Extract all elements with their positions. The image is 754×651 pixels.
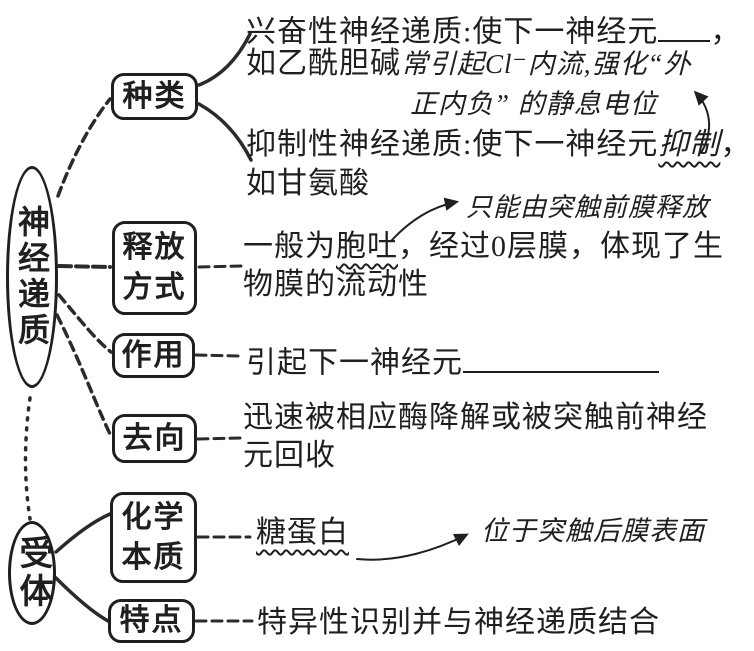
excitatory-comma: ， (710, 15, 742, 49)
release-answer: 胞吐 (336, 230, 398, 263)
root-node-neurotransmitter-label: 神经递质 (14, 205, 50, 349)
branch-box-types: 种类 (111, 73, 198, 120)
release-text-part2: ，经过0层膜，体现了生 (398, 230, 724, 263)
link-function-to-text (194, 353, 242, 358)
release-text-part1: 一般为 (243, 230, 336, 263)
arrow-chemical-to-note-icon (356, 533, 469, 561)
text-line-features: 特异性识别并与神经递质结合 (257, 605, 660, 641)
inhibitory-comma: ， (720, 128, 752, 161)
handwritten-note1-line2-text: 正内负” 的静息电位 (410, 89, 658, 119)
link-release-to-text (197, 264, 244, 269)
link-types-to-excitatory (197, 32, 252, 87)
link-receptor-to-chemical (54, 512, 112, 554)
branch-box-fate: 去向 (112, 414, 197, 463)
handwritten-note3-text: 位于突触后膜表面 (481, 516, 705, 546)
text-line-fate: 迅速被相应酶降解或被突触前神经 (243, 400, 708, 436)
text-line-chemical: 糖蛋白 (256, 515, 349, 551)
root-node-neurotransmitter: 神经递质 (6, 166, 58, 388)
branch-box-features-label: 特点 (119, 604, 184, 637)
inhibitory-example-text: 如甘氨酸 (246, 167, 370, 200)
chemical-answer: 糖蛋白 (256, 516, 349, 549)
branch-box-chemical: 化学 本质 (110, 492, 197, 583)
branch-box-chemical-label-line1: 化学 (121, 500, 186, 534)
inhibitory-text: 抑制性神经递质:使下一神经元 (246, 128, 659, 161)
branch-box-features: 特点 (108, 599, 195, 643)
link-fate-to-text (196, 436, 244, 441)
fill-in-blank-short (658, 8, 711, 42)
text-line-inhibitory: 抑制性神经递质:使下一神经元抑制， (246, 127, 751, 163)
handwritten-note1-line1: 常引起Cl⁻内流,强化“外 (401, 49, 692, 79)
text-line-release-wrap: 物膜的流动性 (243, 267, 429, 303)
link-types-to-inhibitory (197, 102, 253, 162)
link-roots-dotted (23, 396, 32, 521)
text-line-release: 一般为胞吐，经过0层膜，体现了生 (243, 229, 724, 265)
fate-text-line1: 迅速被相应酶降解或被突触前神经 (243, 401, 708, 434)
handwritten-note1-line2: 正内负” 的静息电位 (410, 86, 658, 122)
text-line-excitatory: 兴奋性神经递质:使下一神经元 ， (246, 8, 741, 51)
inhibitory-answer: 抑制 (658, 128, 721, 161)
handwritten-note2-text: 只能由突触前膜释放 (466, 193, 710, 222)
text-line-excitatory-example: 如乙酰胆碱常引起Cl⁻内流,强化“外 (246, 46, 692, 82)
text-line-fate-wrap: 元回收 (243, 438, 336, 474)
branch-box-types-label: 种类 (122, 79, 187, 113)
text-line-inhibitory-example: 如甘氨酸 (246, 166, 370, 202)
branch-box-chemical-label-line2: 本质 (121, 540, 186, 574)
root-node-receptor-label: 受体 (14, 535, 51, 611)
link-root-to-release (57, 264, 112, 269)
link-root-to-types (56, 97, 112, 198)
branch-box-release-label-line2: 方式 (122, 271, 187, 304)
branch-box-release-label-line1: 释放 (122, 231, 187, 264)
excitatory-example-text: 如乙酰胆碱 (246, 47, 401, 80)
branch-box-function-label: 作用 (121, 338, 186, 372)
function-text: 引起下一神经元 (246, 346, 463, 380)
handwritten-note2: 只能由突触前膜释放 (466, 190, 709, 226)
branch-box-function: 作用 (112, 333, 195, 378)
fate-text-line2: 元回收 (243, 439, 336, 472)
link-root-to-fate (55, 313, 113, 438)
link-root-to-function (57, 293, 113, 354)
release-wrap-text: 物膜的流动性 (243, 268, 429, 301)
text-line-function: 引起下一神经元 (246, 339, 659, 382)
handwritten-note3: 位于突触后膜表面 (481, 513, 705, 549)
branch-box-release: 释放 方式 (112, 221, 197, 315)
features-text: 特异性识别并与神经递质结合 (257, 606, 660, 639)
fill-in-blank-long (463, 339, 659, 373)
root-node-receptor: 受体 (8, 521, 56, 625)
link-receptor-to-features (54, 576, 110, 623)
branch-box-fate-label: 去向 (122, 421, 187, 455)
excitatory-text: 兴奋性神经递质:使下一神经元 (246, 15, 659, 49)
